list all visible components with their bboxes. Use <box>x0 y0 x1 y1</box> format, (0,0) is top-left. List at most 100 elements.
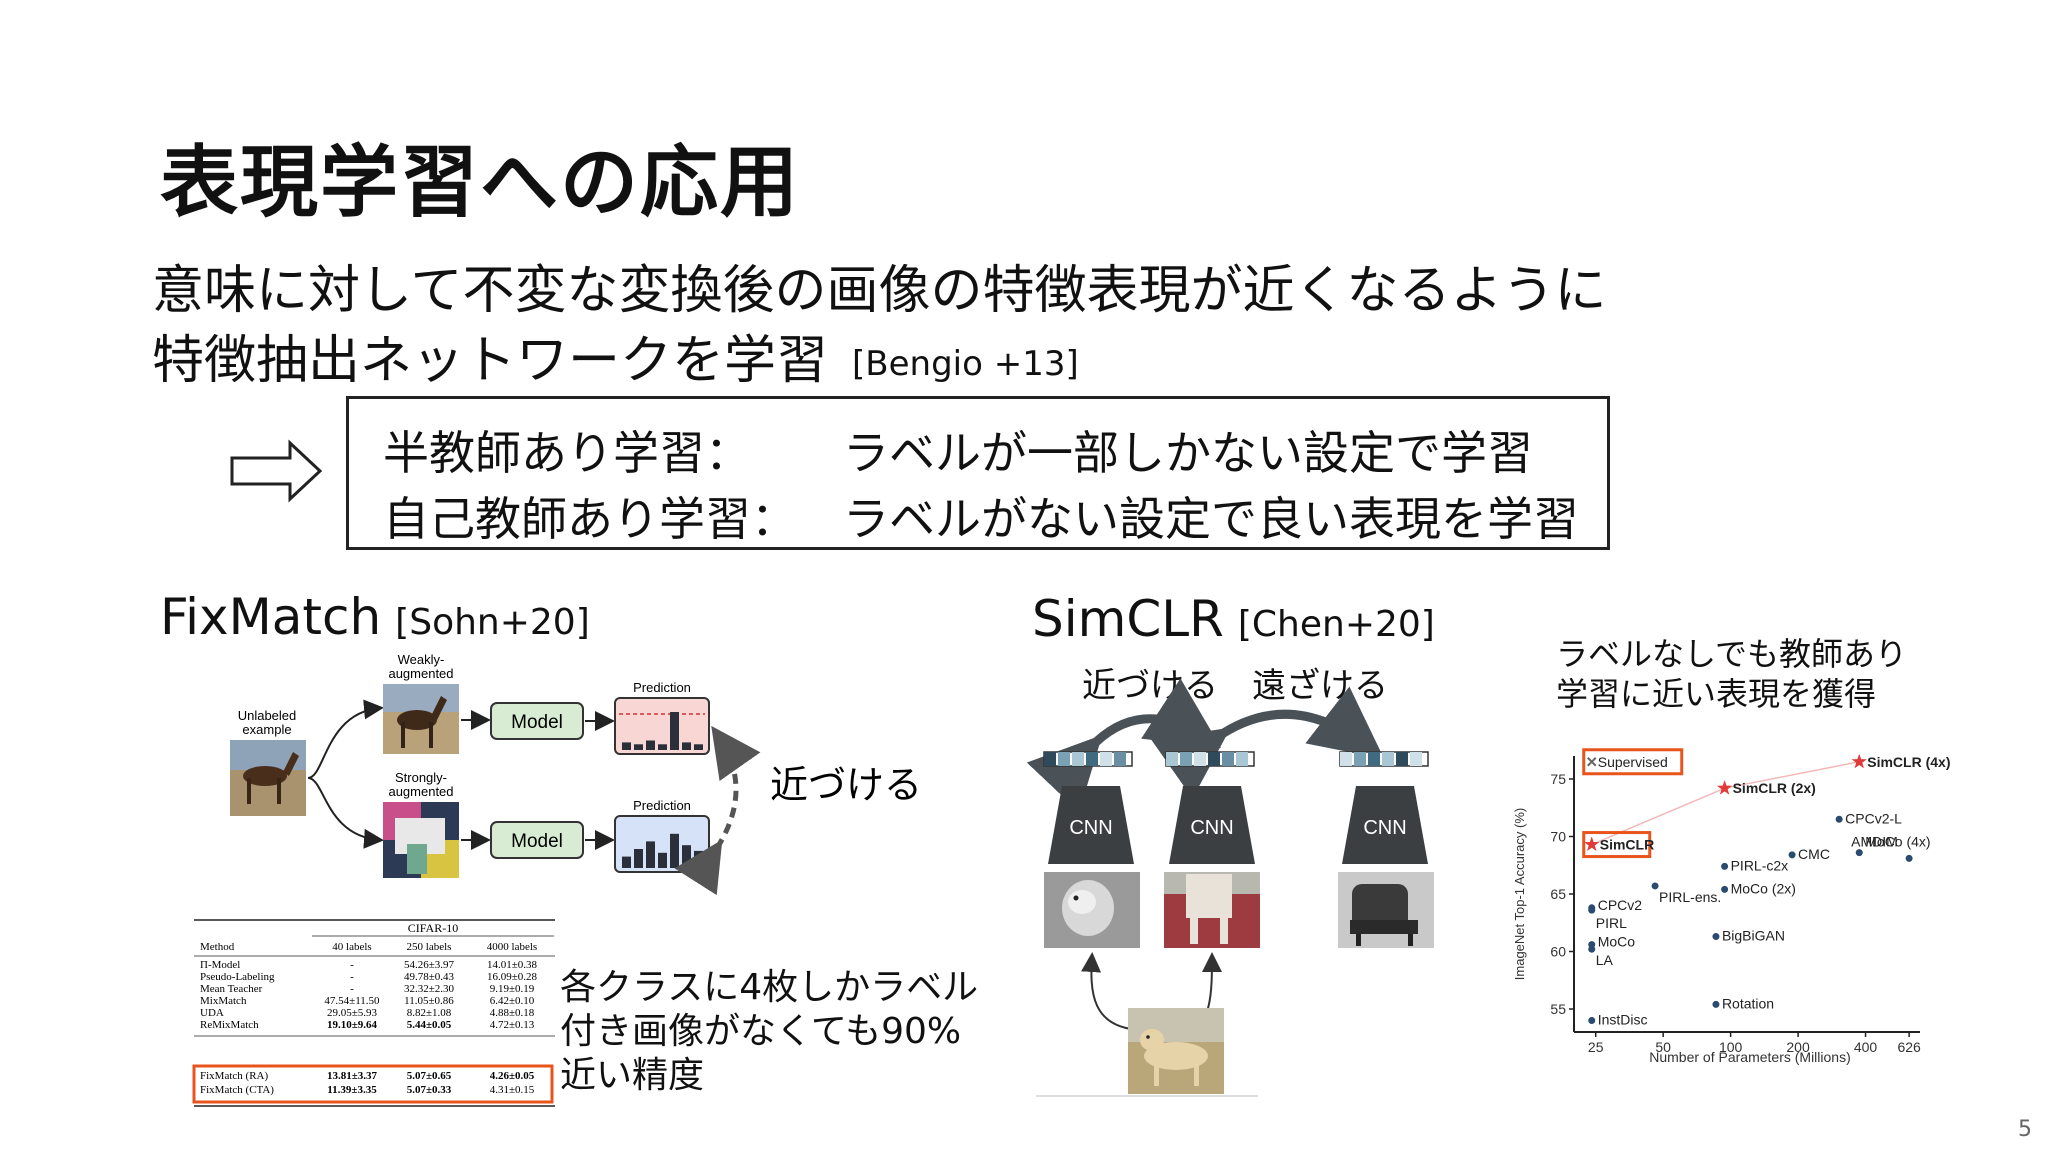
x-tick-label: 200 <box>1786 1039 1810 1055</box>
point-label: Rotation <box>1722 995 1774 1011</box>
cnn-encoder-block <box>1169 786 1255 864</box>
table-cell: 8.82±1.08 <box>407 1007 452 1019</box>
unlabeled-label-1: Unlabeled <box>238 708 297 723</box>
table-row-method: UDA <box>200 1007 224 1019</box>
x-tick-label: 626 <box>1897 1039 1921 1055</box>
table-cell: 9.19±0.19 <box>490 983 535 995</box>
simclr-heading: SimCLR [Chen+20] <box>1032 590 1435 648</box>
point-label: AMDIM <box>1851 833 1898 849</box>
simclr-title: SimCLR <box>1032 590 1224 648</box>
point-label: CPCv2 <box>1598 897 1643 913</box>
scatter-point <box>1905 854 1913 862</box>
simclr-citation: [Chen+20] <box>1237 604 1435 645</box>
point-label: SimCLR (4x) <box>1867 754 1950 770</box>
cnn-label: CNN <box>1190 817 1233 839</box>
fixmatch-pull-label: 近づける <box>770 765 922 807</box>
table-caption: CIFAR-10 <box>408 921 458 935</box>
point-label: MoCo (4x) <box>1865 834 1930 850</box>
point-label: PIRL <box>1596 915 1627 931</box>
simclr-star-marker <box>1584 836 1600 852</box>
page-number: 5 <box>2018 1117 2032 1142</box>
fixmatch-heading: FixMatch [Sohn+20] <box>160 588 590 646</box>
definition-row: 半教師あり学習：ラベルが一部しかない設定で学習 <box>383 417 1533 483</box>
x-tick-label: 100 <box>1719 1039 1743 1055</box>
fixmatch-citation: [Sohn+20] <box>395 602 590 643</box>
point-label: PIRL-ens. <box>1659 889 1721 905</box>
prediction-bar <box>682 845 691 868</box>
table-cell: - <box>350 959 354 971</box>
prediction-bar <box>694 744 703 750</box>
scatter-point <box>1588 1017 1596 1024</box>
table-cell: 11.39±3.35 <box>327 1084 377 1096</box>
simclr-star-marker <box>1851 753 1867 769</box>
cnn-label: CNN <box>1069 817 1112 839</box>
table-row-method: ReMixMatch <box>200 1019 259 1031</box>
table-cell: 32.32±2.30 <box>404 983 455 995</box>
strong-aug-horse-image <box>383 802 459 878</box>
weak-aug-label-2: augmented <box>388 666 453 681</box>
simclr-diagram: CNN CNN CNN <box>1026 678 1434 1097</box>
table-header: Method <box>200 941 235 953</box>
prediction-bar <box>634 744 643 750</box>
prediction-bar <box>658 852 667 868</box>
embedding-vector <box>1165 751 1255 767</box>
definition-row: 自己教師あり学習：ラベルがない設定で良い表現を学習 <box>383 483 1579 549</box>
point-label: CPCv2-L <box>1845 810 1902 826</box>
scatter-point <box>1788 851 1796 859</box>
strong-model-label: Model <box>511 831 563 852</box>
table-cell: 47.54±11.50 <box>324 995 380 1007</box>
table-cell: 19.10±9.64 <box>327 1019 378 1031</box>
strong-prediction-label: Prediction <box>633 798 691 813</box>
y-tick-label: 65 <box>1550 886 1566 902</box>
y-tick-label: 70 <box>1550 829 1566 845</box>
cnn-encoder-block <box>1342 786 1428 864</box>
subtitle-line-2-text: 特徴抽出ネットワークを学習 <box>152 331 829 391</box>
table-cell: 13.81±3.37 <box>327 1070 378 1082</box>
fixmatch-note-line: 近い精度 <box>560 1055 705 1096</box>
definition-term: 自己教師あり学習： <box>383 492 797 546</box>
table-cell: - <box>350 971 354 983</box>
subtitle-line-1: 意味に対して不変な変換後の画像の特徴表現が近くなるように <box>152 261 1607 321</box>
y-tick-label: 55 <box>1550 1001 1566 1017</box>
definition-desc: ラベルが一部しかない設定で学習 <box>843 426 1533 480</box>
table-cell: 5.44±0.05 <box>407 1019 452 1031</box>
prediction-bar <box>682 742 691 750</box>
cnn-encoder-block <box>1048 786 1134 864</box>
table-cell: 4.26±0.05 <box>490 1070 535 1082</box>
point-label: SimCLR (2x) <box>1733 780 1816 796</box>
simclr-note-line: ラベルなしでも教師あり <box>1556 635 1908 673</box>
highlight-box <box>1582 748 1684 776</box>
prediction-bar <box>646 740 655 750</box>
prediction-bar <box>694 850 703 868</box>
table-cell: 5.07±0.33 <box>407 1084 452 1096</box>
point-label: PIRL-c2x <box>1731 857 1789 873</box>
fixmatch-title: FixMatch <box>160 588 382 646</box>
table-header: 40 labels <box>332 941 371 953</box>
table-cell: 11.05±0.86 <box>404 995 454 1007</box>
point-label: LA <box>1596 952 1614 968</box>
weak-model-block <box>490 702 584 740</box>
table-row-method: FixMatch (CTA) <box>200 1084 274 1096</box>
y-axis-label: ImageNet Top-1 Accuracy (%) <box>1512 808 1527 980</box>
table-cell: 14.01±0.38 <box>487 959 538 971</box>
scatter-point <box>1588 906 1596 914</box>
scatter-point <box>1712 1000 1720 1008</box>
dog-red-view <box>1164 872 1260 948</box>
fixmatch-diagram: Unlabeled example Weakly- augmented Stro… <box>230 652 922 896</box>
pull-arrow-icon <box>1026 678 1222 812</box>
table-cell: 54.26±3.97 <box>404 959 455 971</box>
push-arrow-icon <box>1151 686 1385 799</box>
table-cell: 29.05±5.93 <box>327 1007 378 1019</box>
table-cell: 4.88±0.18 <box>490 1007 535 1019</box>
x-axis-label: Number of Parameters (Millions) <box>1649 1049 1851 1065</box>
table-header: 4000 labels <box>487 941 537 953</box>
subtitle-line-2: 特徴抽出ネットワークを学習[Bengio +13] <box>152 318 1079 393</box>
table-row-method: MixMatch <box>200 995 247 1007</box>
weak-prediction-label: Prediction <box>633 680 691 695</box>
point-label: Supervised <box>1598 754 1668 770</box>
accuracy-vs-params-chart: ImageNet Top-1 Accuracy (%) Number of Pa… <box>1512 748 1950 1065</box>
point-label: InstDisc <box>1598 1012 1648 1028</box>
scatter-point <box>1855 849 1863 857</box>
fixmatch-note-line: 各クラスに4枚しかラベル <box>560 967 979 1008</box>
x-tick-label: 400 <box>1854 1039 1878 1055</box>
